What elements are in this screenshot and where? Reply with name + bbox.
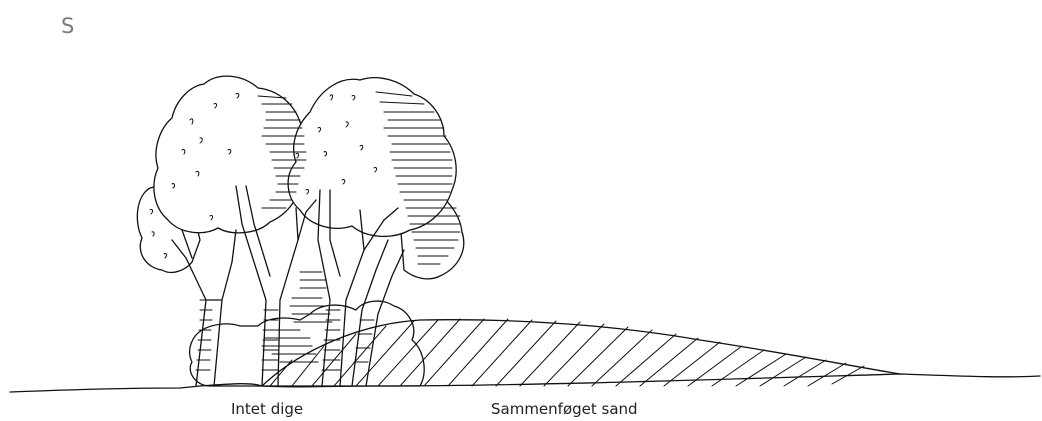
left-main-crown xyxy=(154,76,309,233)
label-no-dike: Intet dige xyxy=(231,400,303,418)
label-joined-sand: Sammenføget sand xyxy=(491,400,638,418)
right-main-crown xyxy=(288,78,456,237)
ground-line xyxy=(10,374,1040,392)
